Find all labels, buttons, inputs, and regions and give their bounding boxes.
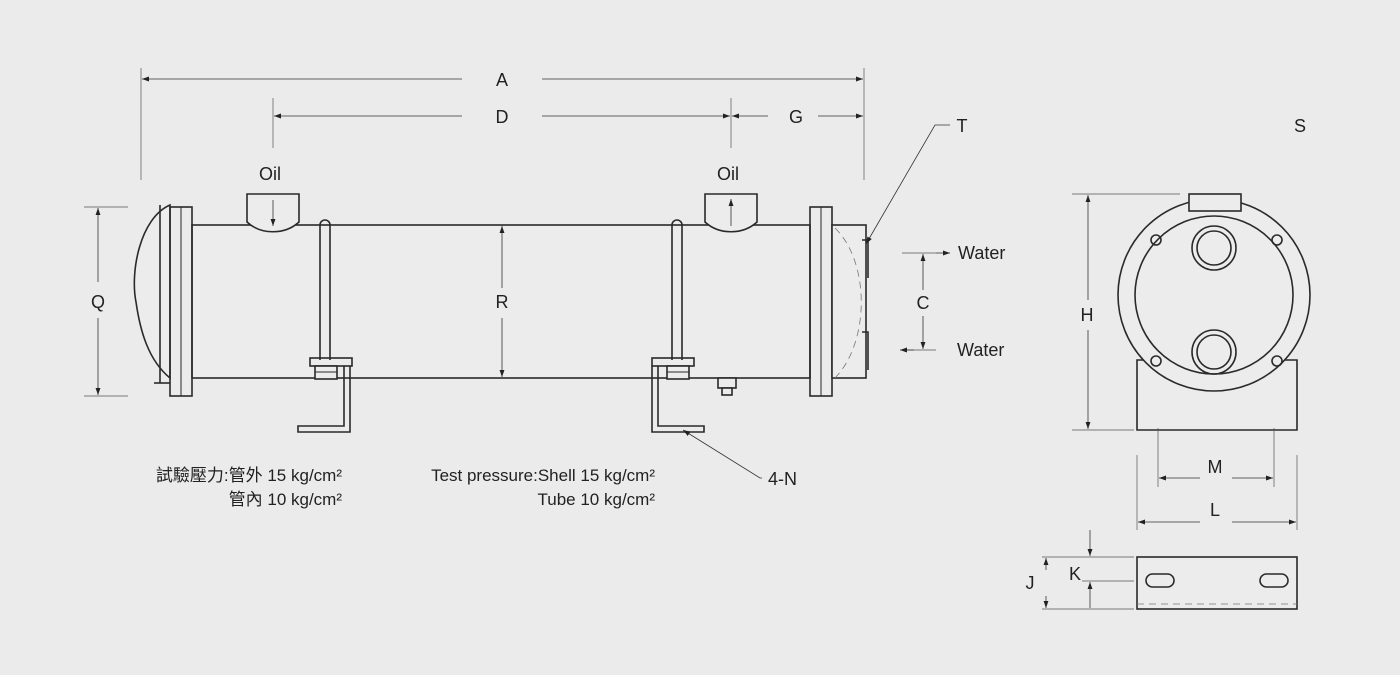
label-k: K: [1069, 564, 1081, 584]
label-4n: 4-N: [768, 469, 797, 489]
mounting-bracket-right: [651, 357, 705, 433]
label-c: C: [917, 293, 930, 313]
bolt-hole: [1150, 234, 1162, 246]
base-plate-view: [1042, 530, 1298, 610]
leader-4n: [682, 429, 762, 479]
label-oil-inlet: Oil: [259, 164, 281, 184]
right-dome-hidden: [834, 227, 862, 379]
label-l: L: [1210, 500, 1220, 520]
mounting-bracket-left: [297, 357, 353, 433]
label-q: Q: [91, 292, 105, 312]
label-t: T: [957, 116, 968, 136]
dimension-lines: [84, 68, 950, 479]
right-cover: [831, 224, 867, 379]
u-bolt-right: [671, 219, 683, 360]
label-a: A: [496, 70, 508, 90]
label-d: D: [496, 107, 509, 127]
label-h: H: [1081, 305, 1094, 325]
end-view: [1072, 193, 1311, 530]
label-oil-outlet: Oil: [717, 164, 739, 184]
bolt-hole: [1271, 234, 1283, 246]
leader-t: [865, 124, 950, 245]
note-en-line2: Tube 10 kg/cm²: [538, 490, 656, 509]
mounting-slot-right: [1259, 573, 1289, 588]
label-j: J: [1026, 573, 1035, 593]
drain-plug: [717, 377, 737, 389]
note-jp-line1: 試驗壓力:管外 15 kg/cm²: [156, 466, 342, 485]
note-jp-line2: 管內 10 kg/cm²: [229, 490, 343, 509]
label-s: S: [1294, 116, 1306, 136]
bolt-hole: [1150, 355, 1162, 367]
label-water-bottom: Water: [957, 340, 1004, 360]
bolt-hole: [1271, 355, 1283, 367]
tube-port-upper: [1191, 225, 1237, 271]
u-bolt-left: [319, 219, 331, 360]
top-port-s: [1188, 193, 1242, 212]
label-m: M: [1208, 457, 1223, 477]
tube-port-lower: [1191, 329, 1237, 375]
mounting-slot-left: [1145, 573, 1175, 588]
label-r: R: [496, 292, 509, 312]
base-plate: [1136, 556, 1298, 610]
label-g: G: [789, 107, 803, 127]
label-water-top: Water: [958, 243, 1005, 263]
left-dome-head: [133, 203, 171, 380]
note-en-line1: Test pressure:Shell 15 kg/cm²: [431, 466, 655, 485]
labels: A D G T S Oil Oil Q R C Water Water H M …: [91, 70, 1306, 593]
side-view: [133, 193, 869, 433]
